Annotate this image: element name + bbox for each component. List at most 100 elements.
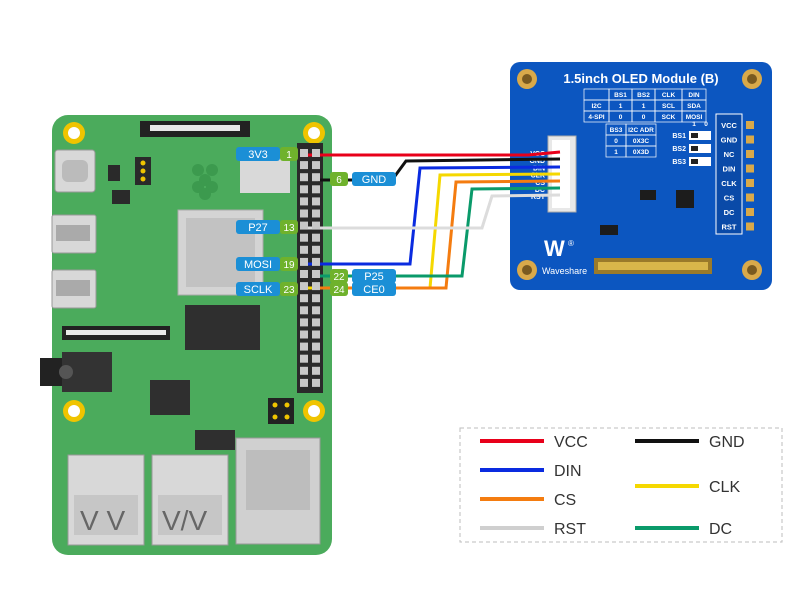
gpio-pin xyxy=(312,306,320,315)
side-pin-label: DIN xyxy=(723,165,736,174)
gpio-pin xyxy=(300,318,308,327)
side-pin-pad xyxy=(746,179,754,187)
mode-table-text: 1 xyxy=(642,103,646,110)
oled-module: 1.5inch OLED Module (B) VCCGNDDINCLKCSDC… xyxy=(510,62,772,290)
mode-table-text: 1 xyxy=(619,103,623,110)
pin-tag-number: 19 xyxy=(283,260,295,271)
gpio-pin xyxy=(300,197,308,206)
side-pin-pad xyxy=(746,150,754,158)
side-pin-panel xyxy=(715,113,743,235)
svg-text:V/V: V/V xyxy=(162,505,207,536)
side-pin-pad xyxy=(746,164,754,173)
mode-table-text: SCL xyxy=(662,103,675,110)
pin-tag-label: SCLK xyxy=(244,284,273,296)
gpio-pin xyxy=(312,209,320,218)
legend-item-din: DIN xyxy=(480,463,582,480)
pin-tag-mosi: MOSI 19 xyxy=(236,257,298,271)
gpio-pin xyxy=(312,257,320,266)
gpio-pin xyxy=(300,173,308,182)
gpio-pin xyxy=(300,149,308,157)
gpio-pin xyxy=(312,149,320,157)
gpio-pin xyxy=(300,282,308,291)
gpio-pin xyxy=(312,366,320,375)
pin-tag-number: 24 xyxy=(333,285,345,296)
gpio-pin xyxy=(312,245,320,254)
pin-tag-label: MOSI xyxy=(244,259,272,271)
legend-label: DIN xyxy=(554,463,582,480)
switch-label: BS3 xyxy=(672,159,686,166)
module-chip xyxy=(676,190,694,208)
switch-label: BS1 xyxy=(672,133,686,140)
mode-table-text: BS2 xyxy=(637,92,650,99)
gpio-pin xyxy=(300,161,308,170)
connector-pin-label: RST xyxy=(531,194,546,201)
address-table-text: BS3 xyxy=(610,127,623,134)
legend-label: GND xyxy=(709,434,745,451)
connector-pin-label: CLK xyxy=(531,173,545,180)
pin-tag-number: 22 xyxy=(333,272,345,283)
mode-table-cell xyxy=(681,110,707,123)
gpio-pin xyxy=(300,270,308,278)
switch-toggle xyxy=(691,146,698,151)
gpio-header xyxy=(297,143,323,393)
mode-table-text: I2C xyxy=(591,103,601,110)
pin-tag-label: CE0 xyxy=(363,284,384,296)
legend-label: DC xyxy=(709,521,732,538)
wire-din xyxy=(300,165,561,266)
gpio-pin xyxy=(300,306,308,315)
mode-table-text: 0 xyxy=(642,114,646,121)
gpio-pin xyxy=(300,233,308,242)
gpio-pin xyxy=(312,282,320,291)
legend-item-cs: CS xyxy=(480,492,576,509)
gpio-pin xyxy=(300,378,308,387)
audio-jack xyxy=(40,358,62,386)
gpio-pin xyxy=(312,342,320,351)
mode-table-text: DIN xyxy=(688,92,700,99)
gpio-pin xyxy=(300,185,308,194)
connector-pin-label: DIN xyxy=(533,165,545,172)
ram-chip xyxy=(185,305,260,350)
switch-body xyxy=(689,157,711,166)
gpio-pin xyxy=(312,233,320,242)
wire-rst xyxy=(300,193,561,230)
gpio-pin xyxy=(312,354,320,363)
legend-label: CS xyxy=(554,492,576,509)
legend-item-gnd: GND xyxy=(635,434,745,451)
raspberry-pi-board: V V V/V xyxy=(40,115,332,555)
raspberry-logo-icon xyxy=(192,164,218,200)
pin-tag-number: 1 xyxy=(286,150,292,161)
svg-text:V V: V V xyxy=(80,505,125,536)
poe-header xyxy=(268,398,294,424)
gpio-pin xyxy=(312,197,320,206)
side-pin-label: DC xyxy=(724,208,735,217)
side-pin-pad xyxy=(746,135,754,144)
side-pin-label: CS xyxy=(724,194,734,203)
side-pin-pad xyxy=(746,121,754,129)
gpio-pin xyxy=(312,330,320,339)
side-pin-label: VCC xyxy=(721,121,737,130)
brand-label: Waveshare xyxy=(542,266,587,276)
switch-toggle xyxy=(691,159,698,164)
gpio-pin xyxy=(300,294,308,303)
gpio-pin xyxy=(300,366,308,375)
gpio-pin xyxy=(312,270,320,278)
pin-tag-label: P27 xyxy=(248,222,268,234)
gpio-pin xyxy=(300,330,308,339)
module-pcb xyxy=(510,62,772,290)
legend-label: CLK xyxy=(709,479,740,496)
side-pin-label: GND xyxy=(721,136,738,145)
legend-item-rst: RST xyxy=(480,521,586,538)
connector-pin-label: DC xyxy=(535,187,545,194)
pin-tag-ce0: CE0 24 xyxy=(330,282,396,296)
legend-label: RST xyxy=(554,521,586,538)
gpio-pin xyxy=(300,245,308,254)
waveshare-logo-icon: W xyxy=(544,236,565,261)
